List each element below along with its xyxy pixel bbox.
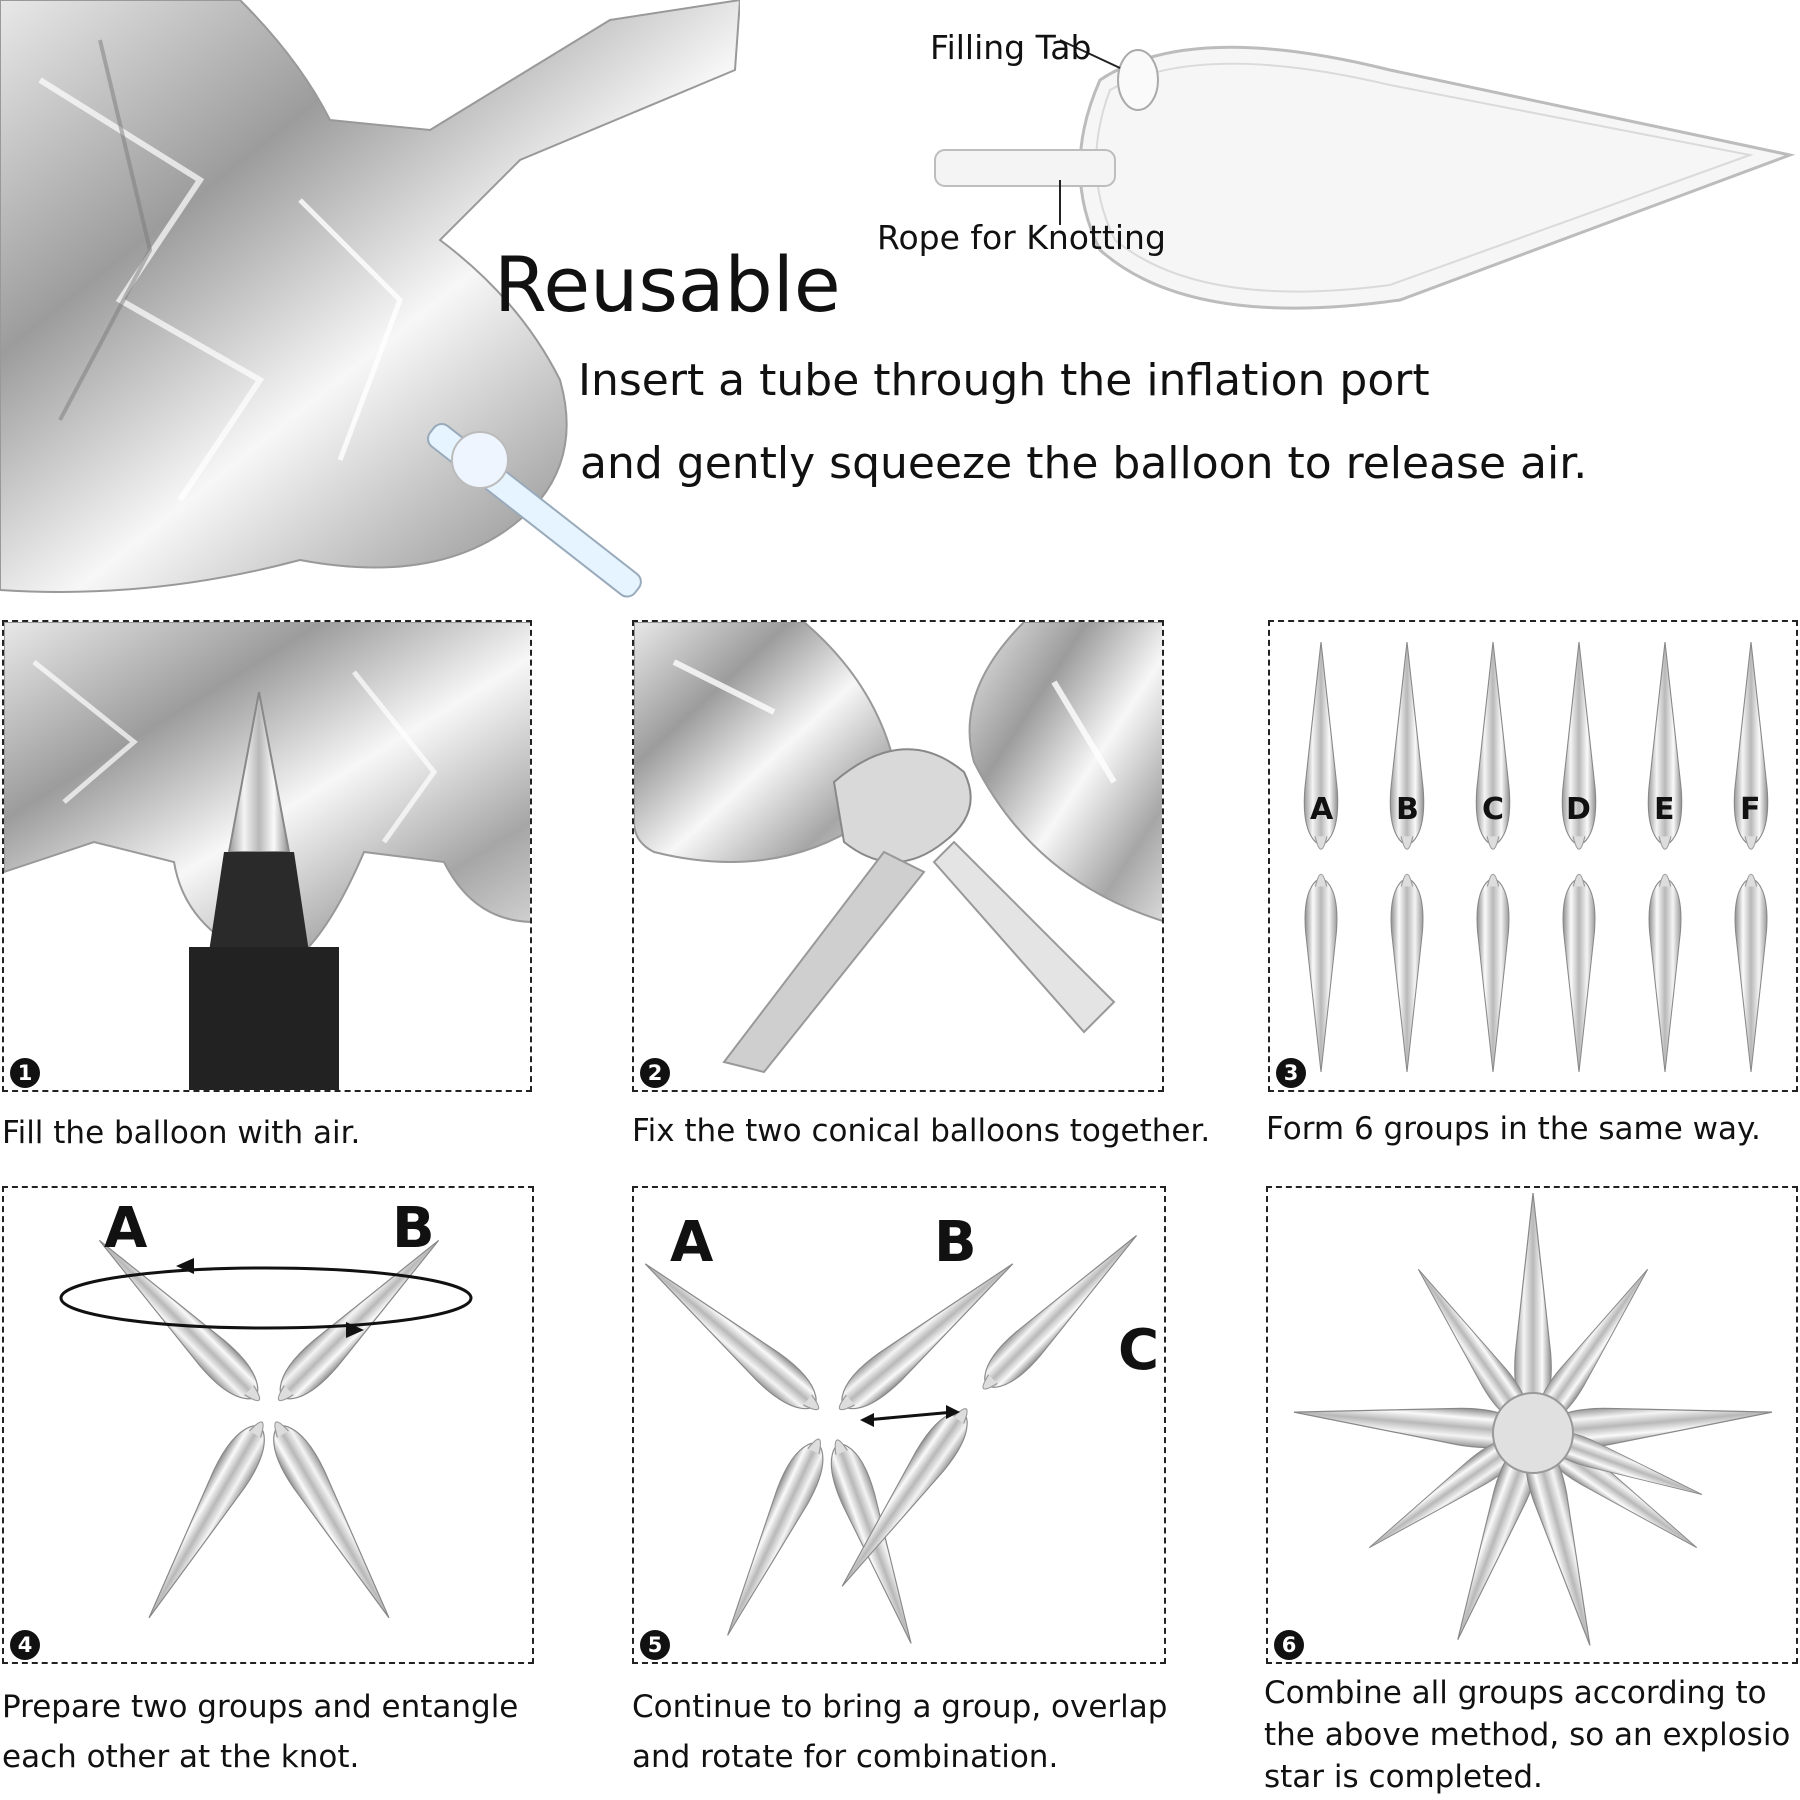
balloon-group-a <box>1303 642 1339 1072</box>
step-1-panel: 1 <box>2 620 532 1092</box>
step-5-letter-b: B <box>934 1210 977 1275</box>
step-5-letter-c: C <box>1118 1318 1160 1383</box>
step-4-badge: 4 <box>10 1630 40 1660</box>
group-label-d: D <box>1566 792 1591 827</box>
balloon-group-c <box>1475 642 1511 1072</box>
step-5-badge: 5 <box>640 1630 670 1660</box>
step-6-panel: 6 <box>1266 1186 1798 1664</box>
hero-foil-balloon <box>0 0 742 600</box>
step-5-letter-a: A <box>670 1210 714 1275</box>
balloon-group-b <box>1389 642 1425 1072</box>
step-6-caption-line-3: star is completed. <box>1264 1759 1543 1795</box>
step-4-panel: A B 4 <box>2 1186 534 1664</box>
step-3-badge: 3 <box>1276 1058 1306 1088</box>
step-3-panel: A B C D E F 3 <box>1268 620 1798 1092</box>
group-label-a: A <box>1310 792 1334 827</box>
balloon-group-e <box>1647 642 1683 1072</box>
step-4-letter-b: B <box>392 1196 435 1261</box>
step-4-caption-line-1: Prepare two groups and entangle <box>2 1689 519 1725</box>
cone-balloon-diagram <box>930 20 1800 320</box>
group-label-b: B <box>1396 792 1419 827</box>
step-2-badge: 2 <box>640 1058 670 1088</box>
step-4-caption-line-2: each other at the knot. <box>2 1739 360 1775</box>
step-5-panel: A B C 5 <box>632 1186 1166 1664</box>
instruction-line-1: Insert a tube through the inflation port <box>578 355 1430 406</box>
step-2-panel: 2 <box>632 620 1164 1092</box>
balloon-group-d <box>1561 642 1597 1072</box>
group-label-f: F <box>1740 792 1761 827</box>
step-4-letter-a: A <box>104 1196 148 1261</box>
instruction-line-2: and gently squeeze the balloon to releas… <box>580 438 1588 489</box>
step-1-caption: Fill the balloon with air. <box>2 1115 361 1151</box>
step-6-badge: 6 <box>1274 1630 1304 1660</box>
step-2-caption: Fix the two conical balloons together. <box>632 1113 1211 1149</box>
rope-for-knotting-label: Rope for Knotting <box>877 218 1166 257</box>
group-label-e: E <box>1654 792 1675 827</box>
step-5-caption-line-2: and rotate for combination. <box>632 1739 1059 1775</box>
step-1-badge: 1 <box>10 1058 40 1088</box>
balloon-group-f <box>1733 642 1769 1072</box>
page-title: Reusable <box>494 240 841 329</box>
step-3-caption: Form 6 groups in the same way. <box>1266 1111 1761 1147</box>
filling-tab-label: Filling Tab <box>930 28 1092 67</box>
step-6-caption-line-2: the above method, so an explosio <box>1264 1717 1791 1753</box>
step-6-caption-line-1: Combine all groups according to <box>1264 1675 1767 1711</box>
group-label-c: C <box>1482 792 1505 827</box>
step-5-caption-line-1: Continue to bring a group, overlap <box>632 1689 1168 1725</box>
